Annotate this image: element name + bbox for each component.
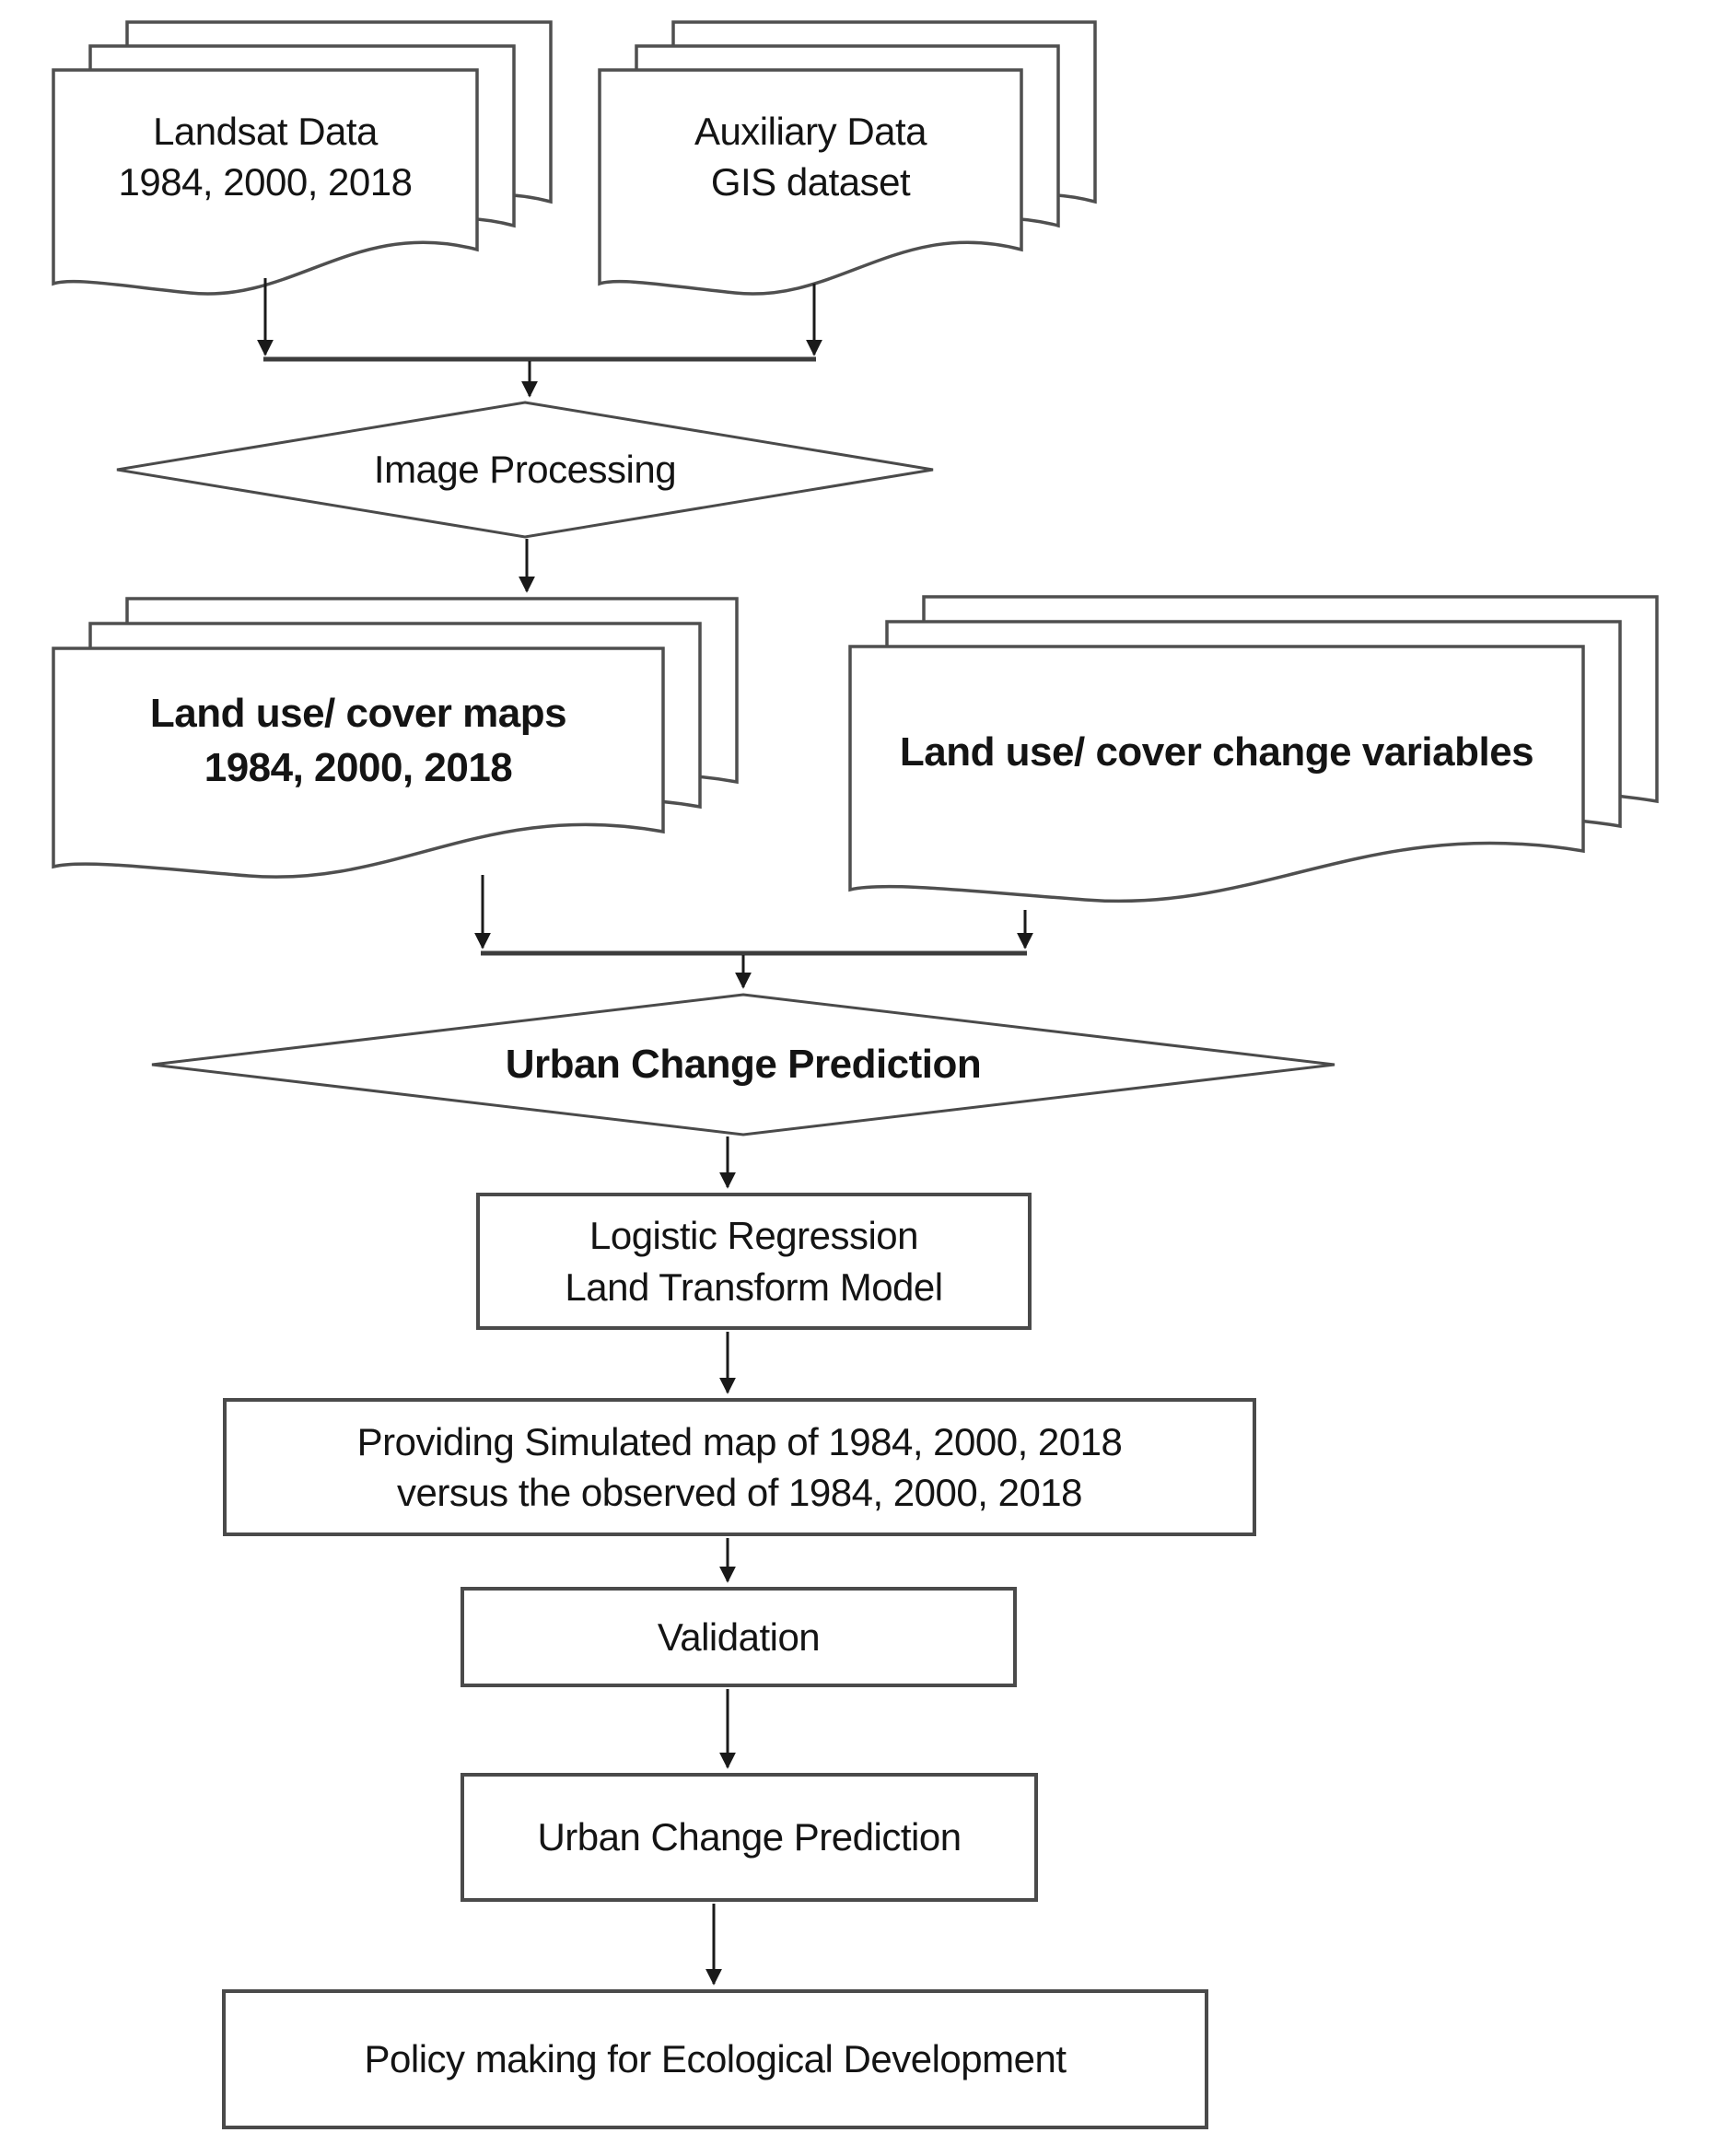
- landsat-data-label: Landsat Data 1984, 2000, 2018: [52, 66, 479, 247]
- lulc-variables-line1: Land use/ cover change variables: [899, 729, 1534, 775]
- decision-urban-change-prediction: [151, 993, 1335, 1136]
- auxiliary-data-line2: GIS dataset: [710, 160, 911, 204]
- simulated-vs-observed-line1: Providing Simulated map of 1984, 2000, 2…: [356, 1419, 1123, 1463]
- document-stack-lulc-variables: [848, 595, 1659, 908]
- decision-image-processing: [116, 401, 934, 539]
- urban-change-prediction-decision-label: Urban Change Prediction: [150, 993, 1336, 1136]
- lulc-maps-label: Land use/ cover maps 1984, 2000, 2018: [52, 647, 665, 835]
- process-validation: Validation: [461, 1587, 1017, 1687]
- logistic-regression-line1: Logistic Regression: [589, 1214, 919, 1258]
- logistic-regression-line2: Land Transform Model: [565, 1264, 943, 1309]
- simulated-vs-observed-line2: versus the observed of 1984, 2000, 2018: [396, 1471, 1083, 1514]
- image-processing-line1: Image Processing: [373, 448, 677, 492]
- policy-making-line1: Policy making for Ecological Development: [364, 2037, 1067, 2081]
- lulc-maps-line2: 1984, 2000, 2018: [204, 744, 513, 790]
- process-logistic-regression: Logistic Regression Land Transform Model: [476, 1193, 1032, 1330]
- urban-change-prediction-process-line1: Urban Change Prediction: [537, 1815, 962, 1859]
- validation-line1: Validation: [657, 1614, 821, 1659]
- document-stack-lulc-maps: [52, 597, 739, 882]
- landsat-data-line2: 1984, 2000, 2018: [118, 160, 413, 204]
- document-page-front: [52, 68, 479, 296]
- process-urban-change-prediction: Urban Change Prediction: [461, 1773, 1038, 1902]
- lulc-variables-label: Land use/ cover change variables: [848, 645, 1585, 861]
- lulc-maps-line1: Land use/ cover maps: [149, 691, 567, 737]
- document-stack-landsat: [52, 20, 553, 297]
- document-page-front: [848, 645, 1585, 903]
- document-page-front: [52, 647, 665, 879]
- document-page-front: [598, 68, 1023, 296]
- auxiliary-data-label: Auxiliary Data GIS dataset: [598, 66, 1023, 247]
- document-stack-auxiliary: [598, 20, 1097, 297]
- auxiliary-data-line1: Auxiliary Data: [694, 109, 927, 153]
- image-processing-label: Image Processing: [115, 401, 935, 539]
- landsat-data-line1: Landsat Data: [153, 109, 378, 153]
- process-simulated-vs-observed: Providing Simulated map of 1984, 2000, 2…: [223, 1398, 1256, 1536]
- process-policy-making: Policy making for Ecological Development: [222, 1989, 1208, 2129]
- urban-change-prediction-decision-line1: Urban Change Prediction: [505, 1041, 982, 1087]
